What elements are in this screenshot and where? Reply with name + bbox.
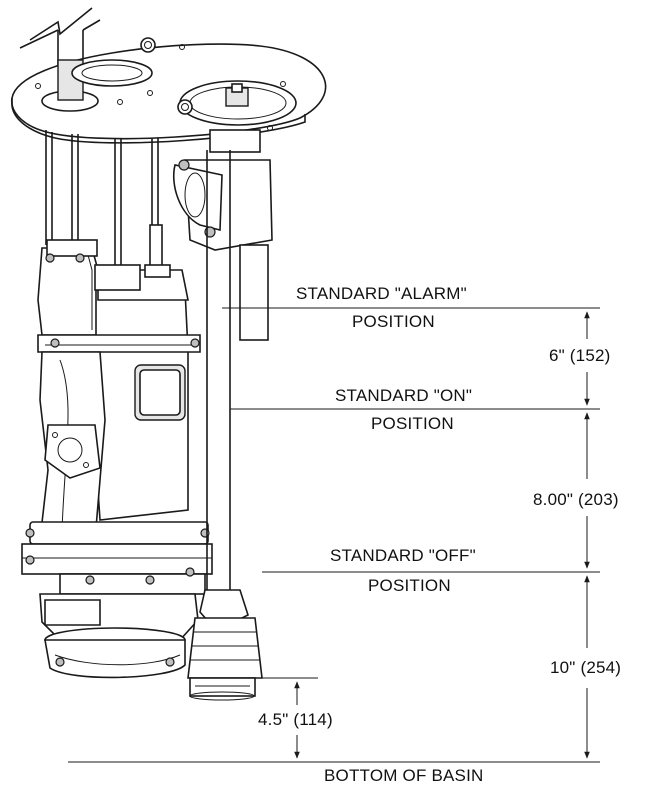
dim-alarm-to-on: 6" (152)	[549, 346, 611, 365]
dim-float-to-bottom: 4.5" (114)	[258, 710, 333, 729]
dim-on-to-off: 8.00" (203)	[533, 490, 619, 509]
basin-cover	[11, 37, 327, 144]
dimension-lines	[294, 311, 590, 759]
alarm-label-line1: STANDARD "ALARM"	[296, 284, 467, 303]
off-label-line2: POSITION	[368, 576, 451, 595]
pump-body	[21, 224, 213, 679]
float-switch	[173, 129, 273, 701]
off-label-line1: STANDARD "OFF"	[330, 546, 476, 565]
on-label-line1: STANDARD "ON"	[335, 386, 473, 405]
on-label-line2: POSITION	[371, 414, 454, 433]
level-lines	[68, 307, 600, 763]
bottom-of-basin-label: BOTTOM OF BASIN	[324, 766, 484, 785]
alarm-label-line2: POSITION	[352, 312, 435, 331]
dim-off-to-bottom: 10" (254)	[550, 658, 622, 677]
